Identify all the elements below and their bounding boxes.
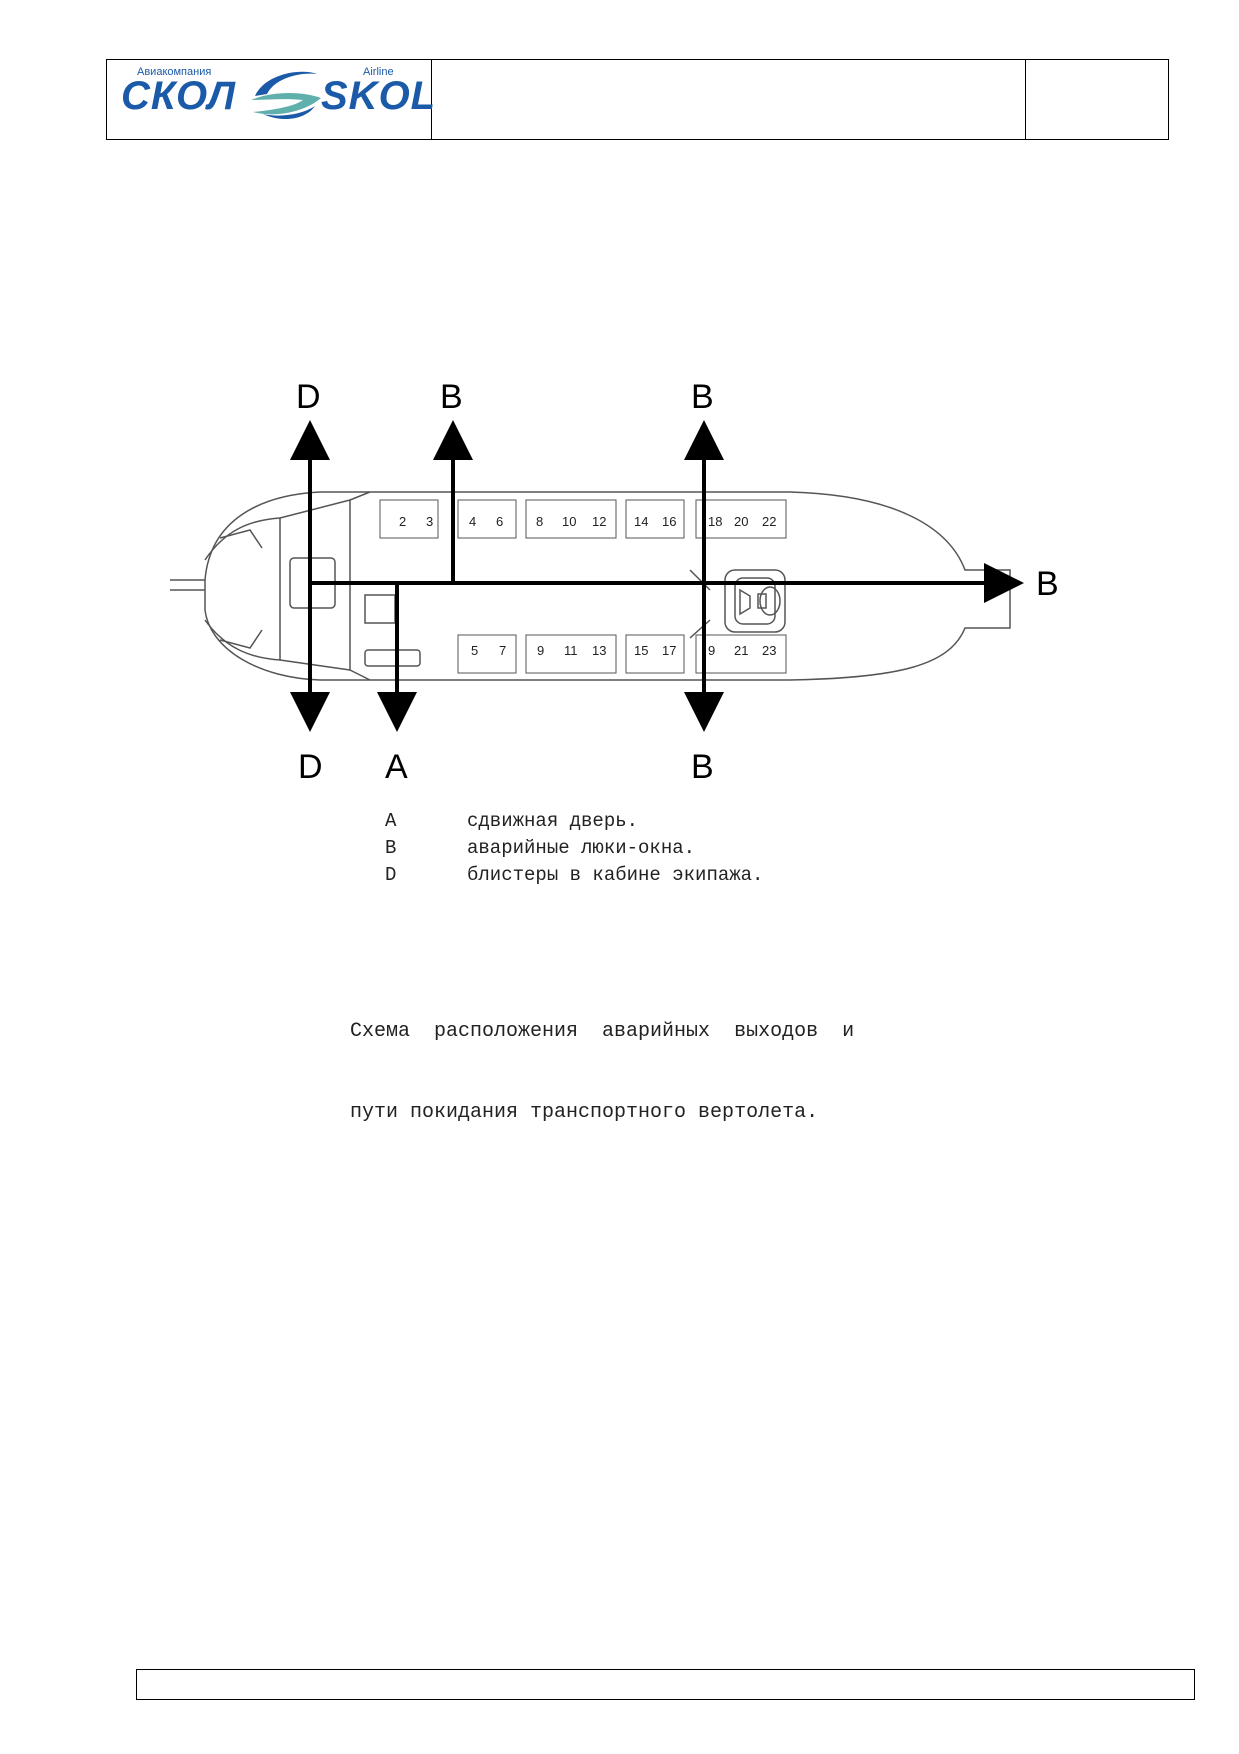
legend-text: блистеры в кабине экипажа. [467,864,764,886]
seat-number: 13 [592,643,606,658]
seat-number: 11 [564,643,578,658]
fuselage-outline [170,491,1011,681]
seat-numbers-top: 2 3 4 6 8 10 12 14 16 18 20 22 [399,514,776,529]
seat-number: 8 [536,514,543,529]
header-page-cell [1026,60,1168,139]
seat-number: 20 [734,514,748,529]
seat-number: 9 [537,643,544,658]
evacuation-diagram: 2 3 4 6 8 10 12 14 16 18 20 22 5 7 9 11 … [170,380,1059,786]
exit-arrows [290,420,1024,732]
legend-text: аварийные люки-окна. [467,837,696,859]
legend-row: A сдвижная дверь. [385,808,763,835]
seat-number: 2 [399,514,406,529]
legend-key: D [385,864,397,886]
seat-number: 21 [734,643,748,658]
seat-number: 18 [708,514,722,529]
exit-label-b-right: B [1036,565,1059,603]
seat-number: 16 [662,514,676,529]
seat-number: 15 [634,643,648,658]
exit-label-b-top-2: B [691,380,714,416]
logo-cell: Авиакомпания Airline СКОЛ SKOL [107,60,435,139]
seat-number: 6 [496,514,503,529]
caption-line-1: Схема расположения аварийных выходов и [350,1020,855,1043]
legend-key: A [385,810,397,832]
legend-row: B аварийные люки-окна. [385,835,763,862]
exit-label-b-bottom: B [691,748,714,786]
seats-top-row [379,499,787,539]
document-header: Авиакомпания Airline СКОЛ SKOL [106,59,1169,140]
seat-number: 9 [708,643,715,658]
seat-number: 3 [426,514,433,529]
exit-label-d-bottom: D [298,748,323,786]
seat-number: 14 [634,514,648,529]
exit-label-a-bottom: A [385,748,408,786]
header-title-cell [432,60,1026,139]
exit-legend: A сдвижная дверь. B аварийные люки-окна.… [385,808,763,889]
logo-text-en: SKOL [321,74,437,118]
exit-label-b-top-1: B [440,380,463,416]
seat-numbers-bottom: 5 7 9 11 13 15 17 9 21 23 [471,643,776,658]
seat-number: 7 [499,643,506,658]
seat-number: 12 [592,514,606,529]
logo-subtitle-en: Airline [363,66,394,78]
seat-number: 23 [762,643,776,658]
legend-key: B [385,837,397,859]
seat-number: 17 [662,643,676,658]
seats-bottom-row [457,634,787,674]
seat-number: 10 [562,514,576,529]
legend-row: D блистеры в кабине экипажа. [385,862,763,889]
seat-number: 4 [469,514,476,529]
exit-label-d-top: D [296,380,321,416]
seat-number: 22 [762,514,776,529]
document-footer [136,1669,1195,1700]
logo-subtitle-ru: Авиакомпания [137,66,212,78]
caption-line-2: пути покидания транспортного вертолета. [350,1101,819,1124]
logo-text-ru: СКОЛ [121,74,237,118]
airline-logo: Авиакомпания Airline СКОЛ SKOL [121,66,435,122]
diagram-caption: Схема расположения аварийных выходов и п… [350,964,854,1153]
legend-text: сдвижная дверь. [467,810,639,832]
logo-swoosh-icon [251,71,321,120]
seat-number: 5 [471,643,478,658]
